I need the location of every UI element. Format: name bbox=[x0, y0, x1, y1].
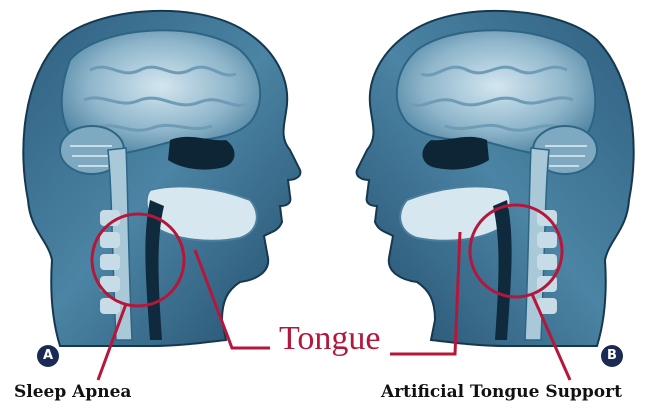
sleep-apnea-caption: Sleep Apnea bbox=[14, 382, 131, 402]
badge-b: B bbox=[601, 345, 623, 367]
head-a bbox=[23, 11, 300, 346]
tongue-label: Tongue bbox=[279, 322, 381, 356]
head-b bbox=[357, 11, 634, 346]
tongue-support-caption: Artificial Tongue Support bbox=[381, 382, 622, 402]
badge-a: A bbox=[37, 345, 59, 367]
